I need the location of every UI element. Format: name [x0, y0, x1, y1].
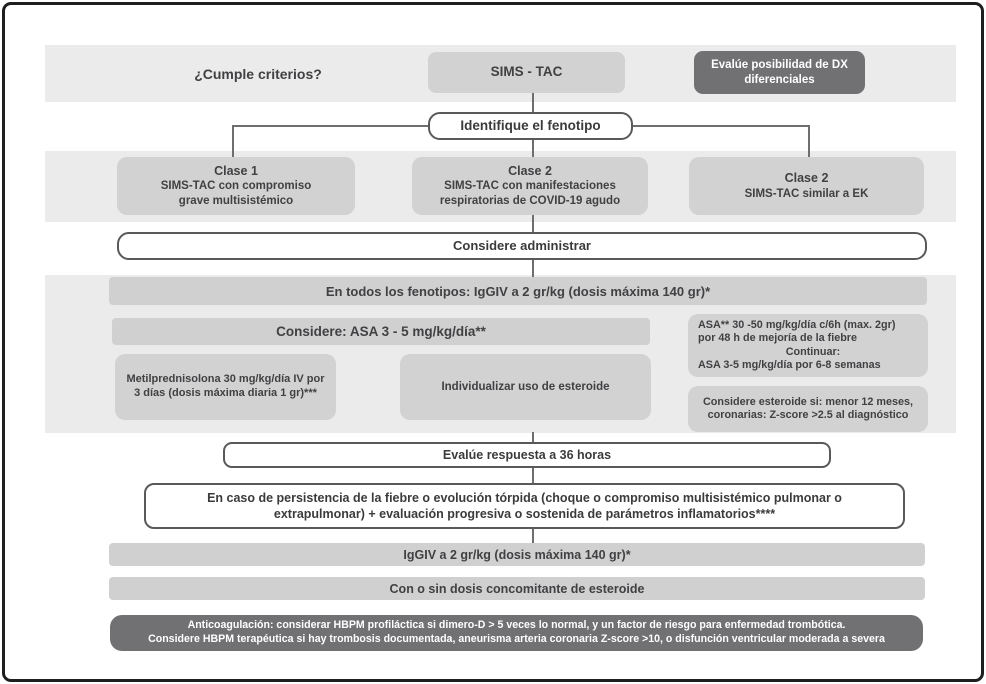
consider-steroid-if-node: Considere esteroide si: menor 12 meses, …: [688, 386, 928, 432]
identify-phenotype-label: Identifique el fenotipo: [460, 118, 601, 134]
asa-detail-line1: ASA** 30 -50 mg/kg/día c/6h (max. 2gr): [698, 318, 896, 331]
consider-steroid-if-line1: Considere esteroide si: menor 12 meses,: [702, 395, 914, 408]
consider-administer-label: Considere administrar: [453, 237, 591, 253]
connector-administer-allphenotypes: [532, 260, 534, 277]
all-phenotypes-label: En todos los fenotipos: IgGIV a 2 gr/kg …: [325, 283, 711, 299]
persistence-node: En caso de persistencia de la fiebre o e…: [144, 483, 905, 529]
class1-node: Clase 1 SIMS-TAC con compromiso grave mu…: [117, 157, 355, 215]
steroid-concomitant-label: Con o sin dosis concomitante de esteroid…: [389, 581, 645, 596]
connector-to-class3: [808, 125, 810, 159]
class1-line2: grave multisistémico: [178, 194, 294, 207]
asa-detail-line4: ASA 3-5 mg/kg/día por 6-8 semanas: [698, 358, 881, 371]
dx-differential-line2: diferenciales: [744, 73, 815, 86]
methylprednisolone-line1: Metilprednisolona 30 mg/kg/día IV por: [126, 373, 325, 386]
connector-evaluate-persistence: [532, 467, 534, 483]
class1-line1: SIMS-TAC con compromiso: [160, 180, 312, 193]
anticoagulation-node: Anticoagulación: considerar HBPM profilá…: [110, 615, 923, 651]
individualize-steroid-label: Individualizar uso de esteroide: [441, 380, 610, 393]
class2-node: Clase 2 SIMS-TAC con manifestaciones res…: [412, 157, 648, 215]
connector-band-evaluate: [532, 432, 534, 443]
class3-node: Clase 2 SIMS-TAC similar a EK: [689, 157, 924, 215]
methylprednisolone-line2: 3 días (dosis máxima diaria 1 gr)***: [134, 387, 317, 399]
dx-differential-line1: Evalúe posibilidad de DX: [711, 58, 848, 71]
all-phenotypes-bar: En todos los fenotipos: IgGIV a 2 gr/kg …: [109, 277, 927, 305]
asa-detail-node: ASA** 30 -50 mg/kg/día c/6h (max. 2gr) p…: [688, 314, 928, 377]
iggiv-repeat-label: IgGIV a 2 gr/kg (dosis máxima 140 gr)*: [403, 547, 631, 562]
connector-class2-administer: [532, 215, 534, 232]
anticoagulation-line2: Considere HBPM terapéutica si hay trombo…: [148, 633, 885, 645]
methylprednisolone-node: Metilprednisolona 30 mg/kg/día IV por 3 …: [115, 354, 336, 420]
persistence-label: En caso de persistencia de la fiebre o e…: [207, 490, 842, 521]
consider-administer-node: Considere administrar: [117, 232, 927, 260]
dx-differential-node: Evalúe posibilidad de DX diferenciales: [694, 51, 865, 94]
evaluate-36h-node: Evalúe respuesta a 36 horas: [223, 442, 831, 468]
criteria-question-label: ¿Cumple criterios?: [194, 66, 322, 82]
connector-simstac-identify: [532, 93, 534, 113]
consider-asa-label: Considere: ASA 3 - 5 mg/kg/día**: [276, 324, 486, 339]
class1-title: Clase 1: [214, 163, 258, 178]
class2-line1: SIMS-TAC con manifestaciones: [444, 180, 616, 193]
sims-tac-node: SIMS - TAC: [428, 52, 625, 93]
individualize-steroid-node: Individualizar uso de esteroide: [400, 354, 651, 420]
class2-line2: respiratorias de COVID-19 agudo: [439, 194, 621, 207]
asa-detail-line3: Continuar:: [785, 345, 841, 358]
anticoagulation-line1: Anticoagulación: considerar HBPM profilá…: [187, 619, 846, 632]
consider-asa-bar: Considere: ASA 3 - 5 mg/kg/día**: [112, 318, 650, 345]
connector-to-class2: [532, 139, 534, 159]
steroid-concomitant-bar: Con o sin dosis concomitante de esteroid…: [109, 577, 925, 600]
connector-persistence-iggiv: [532, 528, 534, 543]
evaluate-36h-label: Evalúe respuesta a 36 horas: [442, 447, 612, 462]
identify-phenotype-node: Identifique el fenotipo: [428, 112, 633, 140]
iggiv-repeat-bar: IgGIV a 2 gr/kg (dosis máxima 140 gr)*: [109, 543, 925, 566]
class3-line1: SIMS-TAC similar a EK: [744, 187, 869, 200]
asa-detail-line2: por 48 h de mejoría de la fiebre: [698, 332, 858, 345]
connector-to-class1: [232, 125, 234, 159]
class2-title: Clase 2: [508, 163, 552, 178]
class3-title: Clase 2: [784, 171, 829, 185]
consider-steroid-if-line2: coronarias: Z-score >2.5 al diagnóstico: [707, 409, 909, 421]
sims-tac-label: SIMS - TAC: [490, 64, 563, 80]
